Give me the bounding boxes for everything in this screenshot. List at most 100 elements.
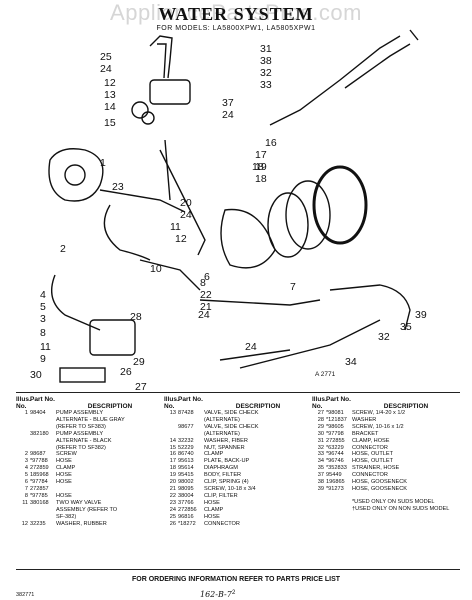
illus-no: 34 <box>317 458 324 465</box>
svg-text:6: 6 <box>204 271 210 283</box>
hose-23 <box>99 189 186 213</box>
illus-no: 16 <box>169 451 176 458</box>
description: (ALTERNATE) <box>204 416 240 423</box>
illus-no <box>164 417 178 424</box>
description: HOSE <box>204 513 220 520</box>
svg-text:16: 16 <box>265 137 277 149</box>
description: CLIP, SPRING (4) <box>204 479 249 486</box>
hose-3 <box>51 274 101 331</box>
svg-text:25: 25 <box>100 51 112 63</box>
svg-text:13: 13 <box>104 89 116 101</box>
svg-text:12: 12 <box>175 233 187 245</box>
svg-text:1: 1 <box>100 157 106 169</box>
table-row: ALTERNATE - BLUE GRAY <box>16 417 162 424</box>
svg-text:32: 32 <box>378 331 390 343</box>
description: PUMP ASSEMBLY <box>56 430 104 437</box>
illus-no: 5 <box>24 472 28 479</box>
illus-no <box>164 424 178 431</box>
illus-no <box>16 445 30 452</box>
table-row: SF-382) <box>16 514 162 521</box>
header-part-no: Part No. <box>326 396 351 403</box>
svg-text:22: 22 <box>200 289 212 301</box>
description: VALVE, SIDE CHECK <box>204 423 259 430</box>
part-no: 52229 <box>178 444 194 451</box>
table-notes: *USED ONLY ON SUDS MODEL †USED ONLY ON N… <box>312 499 458 513</box>
document-number: 382771 <box>16 592 35 598</box>
table-header: Illus. No. Part No. DESCRIPTION <box>16 396 162 410</box>
illus-no: 35 <box>317 465 324 472</box>
description: DIAPHRAGM <box>204 465 238 472</box>
illus-no: 26 <box>169 520 176 527</box>
illus-no: 6 <box>24 479 28 486</box>
part-no <box>178 417 204 424</box>
illus-no: 8 <box>24 492 28 499</box>
illus-no: 17 <box>169 458 176 465</box>
description: HOSE <box>56 458 72 465</box>
description: HOSE, OUTLET <box>352 451 394 458</box>
svg-text:18: 18 <box>252 161 264 173</box>
description: HOSE, GOOSENECK <box>352 485 408 492</box>
parts-column-3: Illus. No. Part No. DESCRIPTION 27*98081… <box>312 396 458 513</box>
svg-text:31: 31 <box>260 43 272 55</box>
description: CLAMP <box>204 506 224 513</box>
svg-text:14: 14 <box>104 101 116 113</box>
hose-34 <box>239 319 381 369</box>
illus-no: 38 <box>317 479 324 486</box>
part-no <box>30 445 56 452</box>
svg-text:32: 32 <box>260 67 272 79</box>
page-title: WATER SYSTEM <box>158 4 314 24</box>
illus-no: 25 <box>169 513 176 520</box>
illus-no: 21 <box>169 485 176 492</box>
part-no: 98002 <box>178 479 194 486</box>
part-no: 32235 <box>30 520 46 527</box>
part-no: *121837 <box>326 416 347 423</box>
description: BODY, FILTER <box>204 472 242 479</box>
part-no: 86740 <box>178 451 194 458</box>
part-no: *97784 <box>30 479 48 486</box>
diaphragm <box>267 192 309 258</box>
header-description: DESCRIPTION <box>87 403 133 410</box>
exploded-parts-diagram: 25 24 12 13 14 15 1 23 20 24 11 12 10 2 … <box>30 29 427 390</box>
description: HOSE <box>56 492 72 499</box>
part-no: *91273 <box>326 485 344 492</box>
hose-10 <box>139 259 201 291</box>
part-no: 87428 <box>178 410 194 416</box>
illus-no: 28 <box>317 416 324 423</box>
pump-assembly <box>48 148 104 202</box>
valve-side-check <box>149 79 191 105</box>
svg-text:12: 12 <box>104 77 116 89</box>
svg-text:24: 24 <box>222 109 234 121</box>
watermark: AppliancePartsPros.com <box>110 0 362 25</box>
svg-text:8: 8 <box>200 277 206 289</box>
svg-text:11: 11 <box>170 221 181 233</box>
description <box>56 486 162 493</box>
part-no: 95614 <box>178 465 194 472</box>
svg-text:15: 15 <box>104 117 116 129</box>
part-no <box>30 514 56 521</box>
part-no: *97788 <box>30 458 48 465</box>
header-description: DESCRIPTION <box>235 403 281 410</box>
part-no: 95613 <box>178 458 194 465</box>
header-illus-no: Illus. No. <box>16 396 31 410</box>
description: CONNECTOR <box>352 444 388 451</box>
description: SCREW, 10-18 x 3/4 <box>204 485 256 492</box>
part-no: 272856 <box>178 506 197 513</box>
description: SCREW <box>56 451 77 458</box>
table-row: (ALTERNATE) <box>164 417 310 424</box>
part-no: 272855 <box>326 437 345 444</box>
